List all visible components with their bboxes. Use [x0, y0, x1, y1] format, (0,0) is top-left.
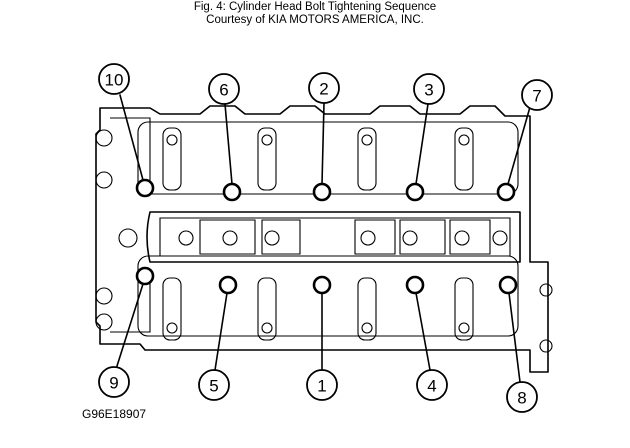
callout-3-label: 3 [424, 81, 433, 100]
callout-9: 9 [98, 366, 130, 398]
leader-lines [116, 94, 531, 383]
manifold-gasket [146, 211, 521, 263]
bolt-2 [312, 182, 332, 202]
bolt-9 [135, 266, 155, 286]
callout-4: 4 [416, 369, 448, 401]
bolt-7 [496, 182, 516, 202]
bolt-5 [218, 275, 238, 295]
callout-6: 6 [208, 73, 240, 105]
callout-3: 3 [413, 73, 445, 105]
bolt-4 [405, 275, 425, 295]
callout-2: 2 [308, 72, 340, 104]
bolt-6 [222, 182, 242, 202]
figure-code: G96E18907 [82, 407, 147, 421]
callout-10: 10 [98, 63, 130, 95]
callout-9-label: 9 [109, 374, 118, 393]
callout-4-label: 4 [427, 377, 436, 396]
callout-1: 1 [306, 369, 338, 401]
cam-bearing-caps [162, 127, 553, 353]
callout-8-label: 8 [517, 389, 526, 408]
callout-5-label: 5 [209, 377, 218, 396]
bolt-3 [405, 182, 425, 202]
callout-7: 7 [521, 79, 553, 111]
head-bolts [135, 178, 518, 295]
callout-5: 5 [198, 369, 230, 401]
callout-7-label: 7 [532, 87, 541, 106]
bolt-1 [312, 275, 332, 295]
bolt-10 [135, 178, 155, 198]
callout-2-label: 2 [319, 80, 328, 99]
callout-1-label: 1 [317, 377, 326, 396]
caption-title: Fig. 4: Cylinder Head Bolt Tightening Se… [193, 1, 437, 13]
caption-credit: Courtesy of KIA MOTORS AMERICA, INC. [206, 14, 424, 26]
callout-6-label: 6 [219, 81, 228, 100]
callout-10-label: 10 [105, 71, 124, 90]
callout-8: 8 [506, 381, 538, 413]
bolt-8 [498, 275, 518, 295]
